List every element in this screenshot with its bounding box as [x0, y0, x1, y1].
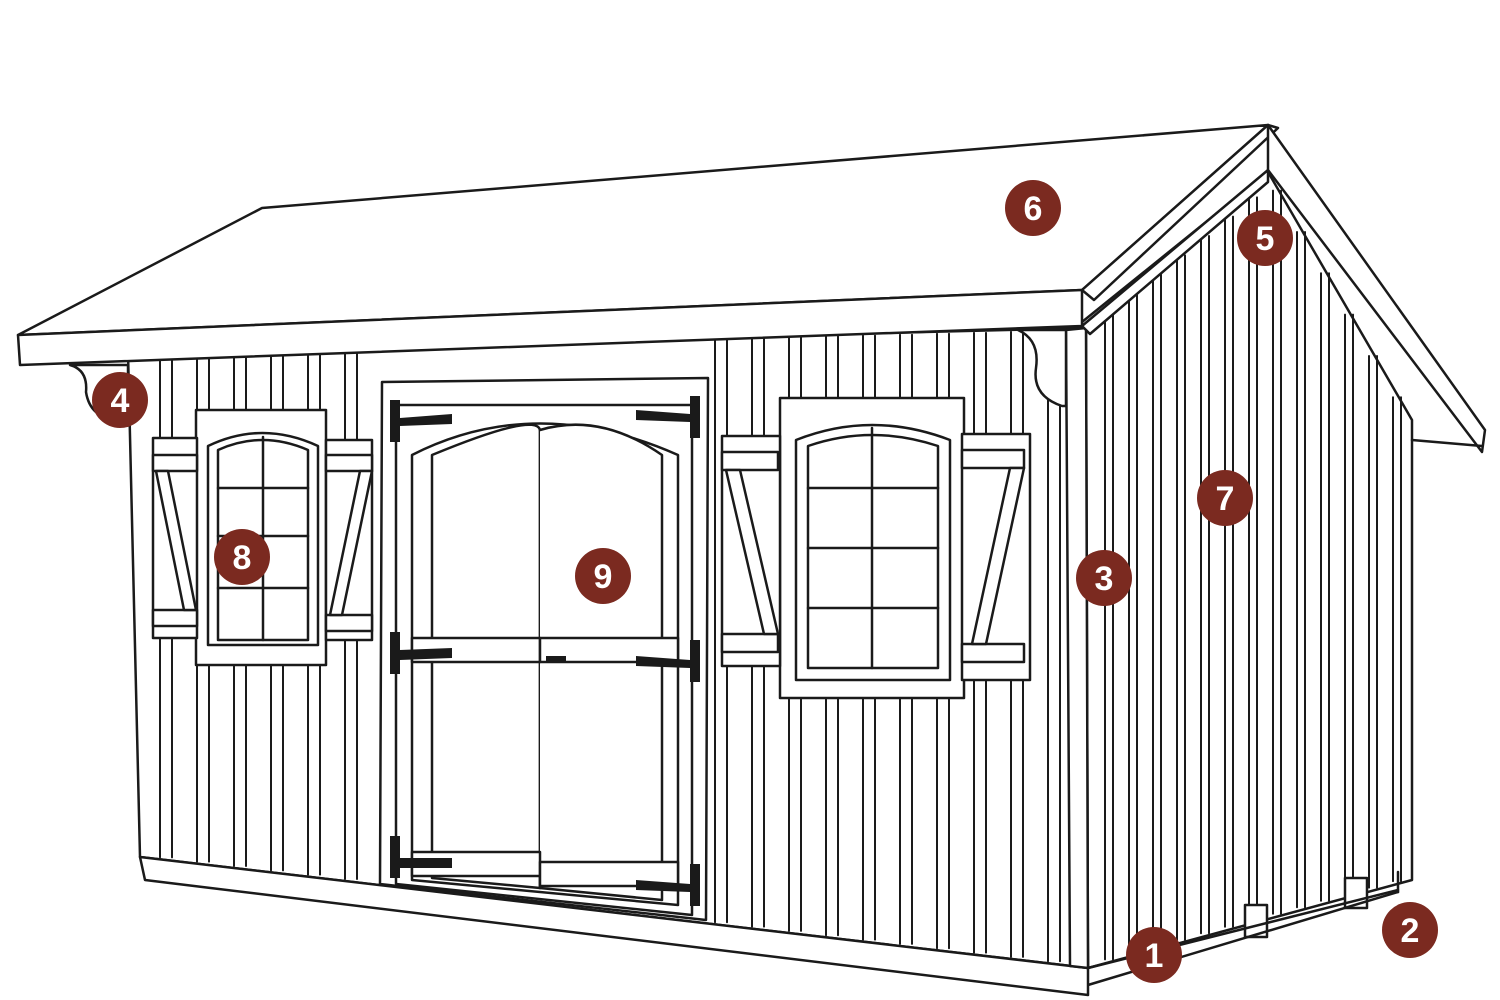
marker-3: 3 [1076, 550, 1132, 606]
marker-5: 5 [1237, 210, 1293, 266]
left-window-shutters [151, 436, 374, 642]
marker-4: 4 [92, 372, 148, 428]
right-window-shutters [720, 432, 1032, 682]
marker-8-label: 8 [233, 539, 252, 577]
right-window [778, 396, 966, 700]
marker-2: 2 [1382, 902, 1438, 958]
marker-7-label: 7 [1216, 480, 1235, 518]
marker-7: 7 [1197, 470, 1253, 526]
marker-3-label: 3 [1095, 560, 1114, 598]
marker-6-label: 6 [1024, 190, 1043, 228]
marker-5-label: 5 [1256, 220, 1275, 258]
marker-1-label: 1 [1145, 937, 1164, 975]
marker-4-label: 4 [111, 382, 130, 420]
marker-6: 6 [1005, 180, 1061, 236]
markers: 1 2 3 4 5 6 7 8 [92, 180, 1438, 983]
corner-trim [1064, 326, 1090, 970]
marker-9: 9 [575, 548, 631, 604]
marker-9-label: 9 [594, 558, 613, 596]
double-doors [378, 376, 710, 922]
roof [16, 123, 1487, 454]
marker-2-label: 2 [1401, 912, 1420, 950]
marker-1: 1 [1126, 927, 1182, 983]
gable-end-wall [1080, 170, 1414, 970]
side-siding-battens [1104, 189, 1402, 961]
marker-8: 8 [214, 529, 270, 585]
door-hinges [390, 396, 700, 906]
